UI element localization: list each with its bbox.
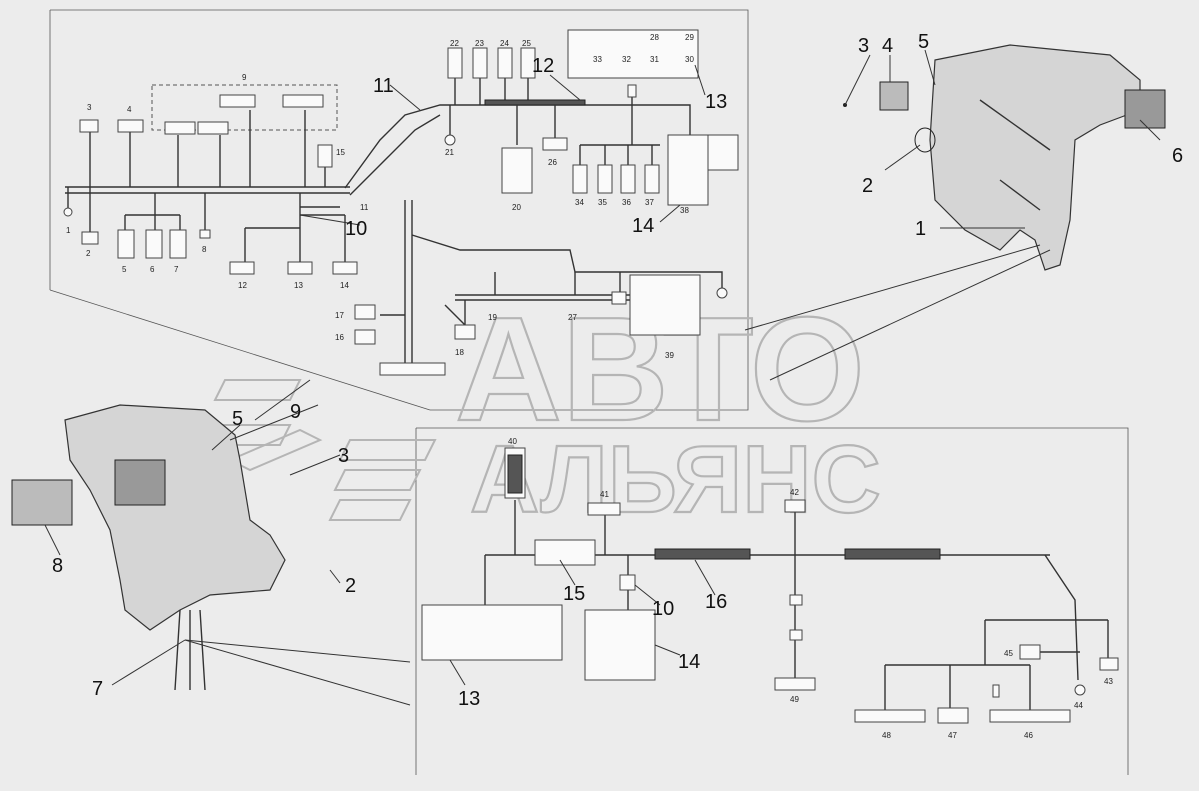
callout-6: 6 bbox=[1172, 145, 1183, 167]
callout-10-lower: 10 bbox=[652, 598, 674, 620]
lower-detail-frame bbox=[415, 427, 1129, 775]
callout-8: 8 bbox=[52, 555, 63, 577]
connector-49: 49 bbox=[790, 695, 799, 704]
connector-41: 41 bbox=[600, 490, 609, 499]
connector-40: 40 bbox=[508, 437, 517, 446]
callout-3: 3 bbox=[858, 35, 869, 57]
callout-7: 7 bbox=[92, 678, 103, 700]
connector-36: 36 bbox=[622, 198, 631, 207]
connector-20: 20 bbox=[512, 203, 521, 212]
connector-2: 2 bbox=[86, 249, 91, 258]
connector-25: 25 bbox=[522, 39, 531, 48]
upper-detail-frame bbox=[49, 9, 749, 411]
callout-2-left: 2 bbox=[345, 575, 356, 597]
connector-37: 37 bbox=[645, 198, 654, 207]
leader-lines bbox=[44, 49, 1161, 706]
callout-9: 9 bbox=[290, 401, 301, 423]
connector-15: 15 bbox=[336, 148, 345, 157]
connector-18: 18 bbox=[455, 348, 464, 357]
watermark: АВТО АЛЬЯНС bbox=[198, 286, 882, 534]
connector-6: 6 bbox=[150, 265, 155, 274]
callouts: 3 4 5 6 2 1 11 12 13 10 14 9 5 3 8 2 7 1… bbox=[52, 31, 1183, 710]
connector-47: 47 bbox=[948, 731, 957, 740]
connector-12: 12 bbox=[238, 281, 247, 290]
watermark-line2: АЛЬЯНС bbox=[470, 426, 881, 533]
lower-harness bbox=[421, 447, 1119, 724]
callout-12: 12 bbox=[532, 55, 554, 77]
connector-42: 42 bbox=[790, 488, 799, 497]
connector-14: 14 bbox=[340, 281, 349, 290]
connector-31: 31 bbox=[650, 55, 659, 64]
connector-32: 32 bbox=[622, 55, 631, 64]
callout-11: 11 bbox=[373, 75, 394, 97]
connector-5: 5 bbox=[122, 265, 127, 274]
connector-29: 29 bbox=[685, 33, 694, 42]
callout-10-upper: 10 bbox=[345, 218, 367, 240]
connector-39: 39 bbox=[665, 351, 674, 360]
callout-4: 4 bbox=[882, 35, 893, 57]
callout-16: 16 bbox=[705, 591, 727, 613]
connector-34: 34 bbox=[575, 198, 584, 207]
callout-13-lower: 13 bbox=[458, 688, 480, 710]
connector-1: 1 bbox=[66, 226, 71, 235]
upper-harness bbox=[63, 29, 739, 376]
connector-3: 3 bbox=[87, 103, 92, 112]
connector-16: 16 bbox=[335, 333, 344, 342]
connector-48: 48 bbox=[882, 731, 891, 740]
left-vehicle-view bbox=[11, 404, 286, 691]
connector-45: 45 bbox=[1004, 649, 1013, 658]
connector-22: 22 bbox=[450, 39, 459, 48]
connector-33: 33 bbox=[593, 55, 602, 64]
connector-30: 30 bbox=[685, 55, 694, 64]
callout-15: 15 bbox=[563, 583, 585, 605]
connector-19: 19 bbox=[488, 313, 497, 322]
callout-2: 2 bbox=[862, 175, 873, 197]
connector-11: 11 bbox=[360, 203, 369, 212]
connector-35: 35 bbox=[598, 198, 607, 207]
right-vehicle-view bbox=[843, 44, 1166, 271]
connector-28: 28 bbox=[650, 33, 659, 42]
connector-26: 26 bbox=[548, 158, 557, 167]
connector-23: 23 bbox=[475, 39, 484, 48]
callout-1: 1 bbox=[915, 218, 926, 240]
callout-5: 5 bbox=[918, 31, 929, 53]
connector-8: 8 bbox=[202, 245, 207, 254]
callout-14-upper: 14 bbox=[632, 215, 654, 237]
connector-7: 7 bbox=[174, 265, 179, 274]
callout-5-left: 5 bbox=[232, 408, 243, 430]
connector-13: 13 bbox=[294, 281, 303, 290]
callout-14-lower: 14 bbox=[678, 651, 700, 673]
connector-44: 44 bbox=[1074, 701, 1083, 710]
connector-labels: 1 2 3 4 5 6 7 8 9 11 12 13 14 15 16 17 1… bbox=[66, 33, 1113, 740]
connector-4: 4 bbox=[127, 105, 132, 114]
connector-27: 27 bbox=[568, 313, 577, 322]
connector-43: 43 bbox=[1104, 677, 1113, 686]
connector-21: 21 bbox=[445, 148, 454, 157]
connector-9: 9 bbox=[242, 73, 247, 82]
connector-17: 17 bbox=[335, 311, 344, 320]
connector-24: 24 bbox=[500, 39, 509, 48]
callout-3-left: 3 bbox=[338, 445, 349, 467]
connector-46: 46 bbox=[1024, 731, 1033, 740]
callout-13-upper: 13 bbox=[705, 91, 727, 113]
connector-38: 38 bbox=[680, 206, 689, 215]
